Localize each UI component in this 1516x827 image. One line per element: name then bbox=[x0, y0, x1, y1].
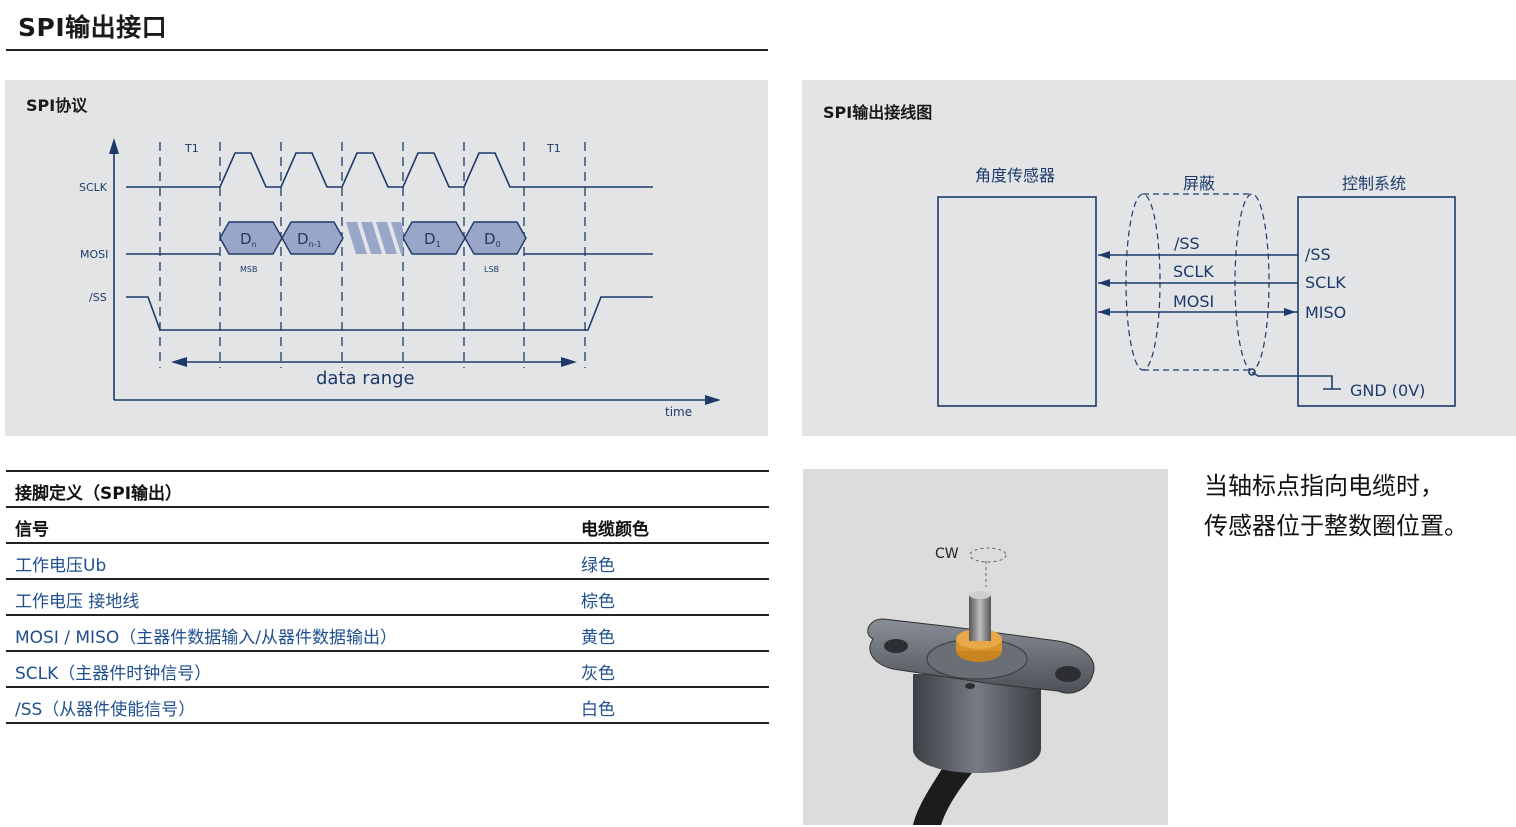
data-range-label: data range bbox=[316, 368, 415, 389]
sensor-label: 角度传感器 bbox=[975, 166, 1055, 185]
control-pin-miso: MISO bbox=[1305, 303, 1346, 322]
t1-right-label: T1 bbox=[546, 142, 561, 155]
pin-definition-table: 接脚定义（SPI输出） 信号 电缆颜色 工作电压Ub 绿色 工作电压 接地线 棕… bbox=[6, 470, 769, 724]
spi-wiring-diagram: 角度传感器 屏蔽 控制系统 /SS SCLK MOSI /SS SCLK MIS… bbox=[937, 166, 1456, 407]
signal-label-sclk: SCLK bbox=[79, 181, 108, 194]
table-row: /SS（从器件使能信号） 白色 bbox=[6, 686, 769, 724]
bit-label-d0: D0 bbox=[484, 230, 501, 249]
t1-left-label: T1 bbox=[184, 142, 199, 155]
spi-protocol-panel: SPI协议 bbox=[5, 80, 768, 436]
bit-label-dn: Dn bbox=[240, 230, 257, 249]
bit-label-d1: D1 bbox=[424, 230, 441, 249]
table-row: SCLK（主器件时钟信号） 灰色 bbox=[6, 650, 769, 686]
spi-timing-diagram: SCLK MOSI /SS T1 T1 Dn Dn-1 D1 D0 MSB LS… bbox=[79, 138, 721, 419]
control-pin-sclk: SCLK bbox=[1305, 273, 1346, 292]
header-cable-color: 电缆颜色 bbox=[581, 520, 649, 540]
table-row: 工作电压 接地线 棕色 bbox=[6, 578, 769, 614]
color-cell: 黄色 bbox=[581, 628, 615, 648]
table-title: 接脚定义（SPI输出） bbox=[15, 484, 183, 504]
caption-text: 当轴标点指向电缆时， 传感器位于整数圈位置。 bbox=[1204, 466, 1468, 546]
sensor-pin-sclk: SCLK bbox=[1173, 262, 1214, 281]
signal-label-ss: /SS bbox=[89, 291, 107, 304]
gnd-label: GND (0V) bbox=[1350, 381, 1425, 400]
time-axis-label: time bbox=[665, 405, 692, 419]
title-divider bbox=[6, 49, 768, 51]
page-title: SPI输出接口 bbox=[18, 13, 168, 42]
signal-cell: SCLK（主器件时钟信号） bbox=[15, 664, 212, 684]
color-cell: 灰色 bbox=[581, 664, 615, 684]
table-row: 工作电压Ub 绿色 bbox=[6, 542, 769, 578]
table-title-row: 接脚定义（SPI输出） bbox=[6, 470, 769, 506]
spi-protocol-label: SPI协议 bbox=[26, 96, 88, 115]
msb-label: MSB bbox=[240, 265, 257, 274]
spi-wiring-label: SPI输出接线图 bbox=[823, 103, 933, 122]
sensor-pin-ss: /SS bbox=[1174, 234, 1200, 253]
signal-cell: 工作电压 接地线 bbox=[15, 592, 140, 612]
cw-label: CW bbox=[935, 546, 959, 562]
lsb-label: LSB bbox=[484, 265, 499, 274]
sensor-photo: CW bbox=[803, 469, 1168, 825]
caption-line-2: 传感器位于整数圈位置。 bbox=[1204, 512, 1468, 540]
spi-wiring-panel: SPI输出接线图 角度传感器 bbox=[802, 80, 1516, 436]
caption-line-1: 当轴标点指向电缆时， bbox=[1204, 472, 1444, 500]
sensor-pin-mosi: MOSI bbox=[1173, 292, 1214, 311]
signal-label-mosi: MOSI bbox=[80, 248, 108, 261]
color-cell: 绿色 bbox=[581, 556, 615, 576]
bit-label-dn-1: Dn-1 bbox=[297, 230, 322, 249]
signal-cell: /SS（从器件使能信号） bbox=[15, 700, 196, 720]
table-row: MOSI / MISO（主器件数据输入/从器件数据输出） 黄色 bbox=[6, 614, 769, 650]
color-cell: 棕色 bbox=[581, 592, 615, 612]
signal-cell: MOSI / MISO（主器件数据输入/从器件数据输出） bbox=[15, 628, 397, 648]
control-pin-ss: /SS bbox=[1305, 245, 1331, 264]
color-cell: 白色 bbox=[581, 700, 615, 720]
table-header-row: 信号 电缆颜色 bbox=[6, 506, 769, 542]
sensor-illustration: CW bbox=[867, 546, 1095, 825]
shield-label: 屏蔽 bbox=[1183, 174, 1215, 193]
signal-cell: 工作电压Ub bbox=[15, 556, 107, 576]
control-system-label: 控制系统 bbox=[1342, 174, 1406, 193]
header-signal: 信号 bbox=[15, 520, 49, 540]
